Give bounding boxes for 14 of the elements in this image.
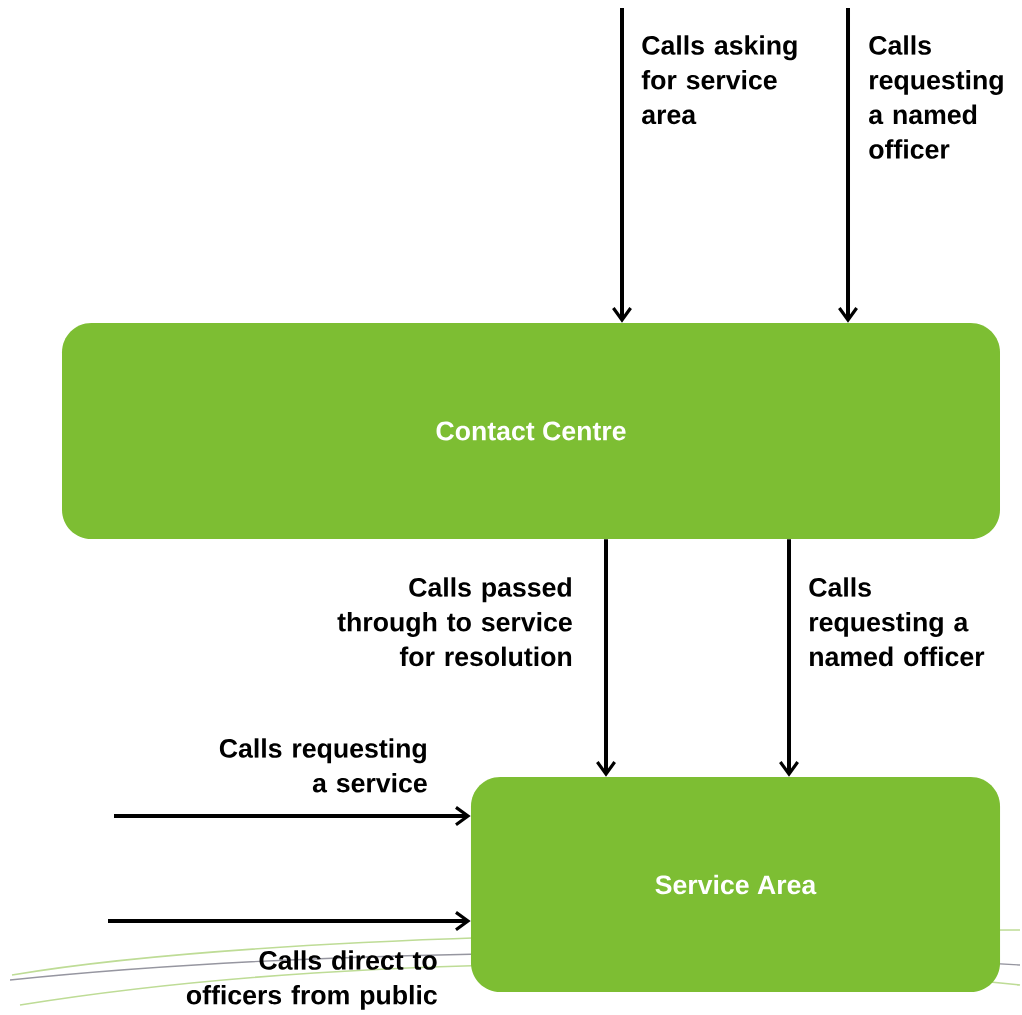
edge-label: Calls requesting a service (219, 738, 427, 793)
edge-label: Calls asking for service area (641, 35, 797, 125)
edge-label: Calls direct to officers from public (186, 950, 437, 1010)
edge-label: Calls requesting a named officer (869, 35, 1003, 159)
arrow (612, 8, 632, 323)
arrow (114, 806, 471, 826)
edge-label: Calls passed through to service for resolution (337, 577, 572, 667)
process-box: Contact Centre (62, 323, 1000, 539)
arrow (108, 911, 471, 931)
process-box: Service Area (470, 777, 1001, 992)
arrow (596, 539, 616, 777)
arrow (838, 8, 858, 323)
edge-label: Calls requesting a named officer (809, 577, 985, 667)
arrow (779, 539, 799, 777)
